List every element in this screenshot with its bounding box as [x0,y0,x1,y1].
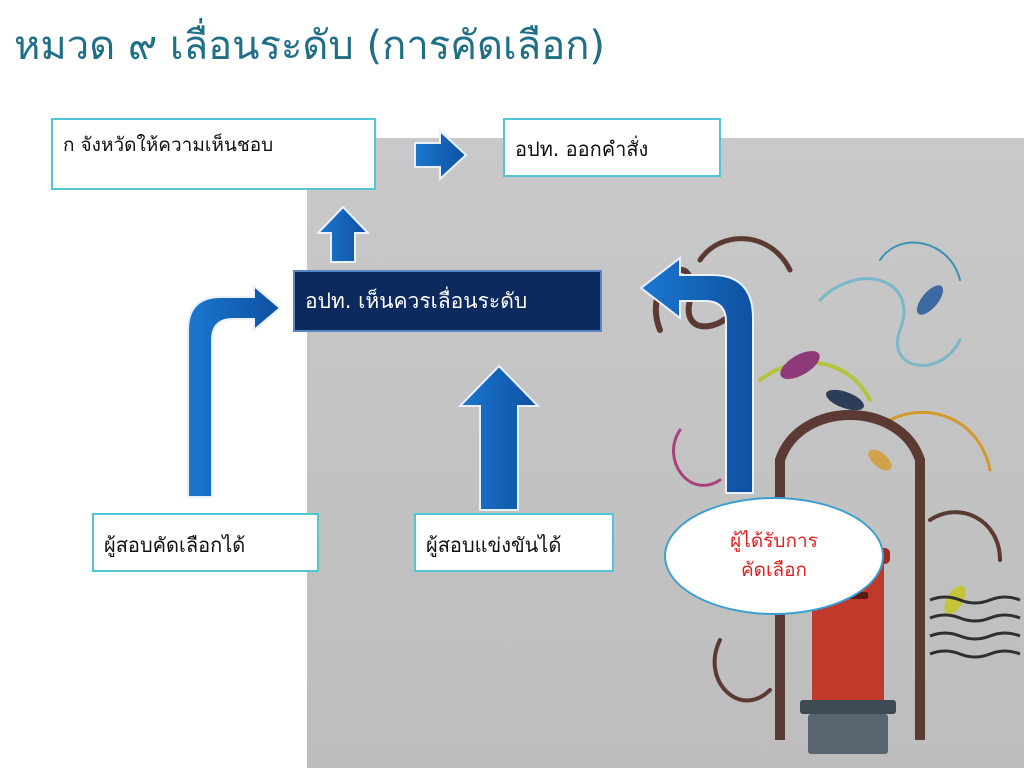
selection-pass-box: ผู้สอบคัดเลือกได้ [92,513,319,572]
arrow-bent-left-icon [639,255,754,494]
order-box: อปท. ออกคำสั่ง [503,118,721,177]
promotion-box: อปท. เห็นควรเลื่อนระดับ [293,270,602,332]
selected-person-oval: ผู้ได้รับการ คัดเลือก [664,497,884,615]
province-opinion-box: ก จังหวัดให้ความเห็นชอบ [51,118,376,190]
slide-title: หมวด ๙ เลื่อนระดับ (การคัดเลือก) [14,23,606,69]
oval-line-1: ผู้ได้รับการ [730,529,818,552]
oval-line-2: คัดเลือก [740,559,808,581]
arrow-bent-right-icon [187,283,282,498]
arrow-up-small-icon [315,205,371,263]
arrow-up-middle-icon [457,364,541,511]
competition-pass-box: ผู้สอบแข่งขันได้ [414,513,614,572]
arrow-right-icon [414,128,468,182]
